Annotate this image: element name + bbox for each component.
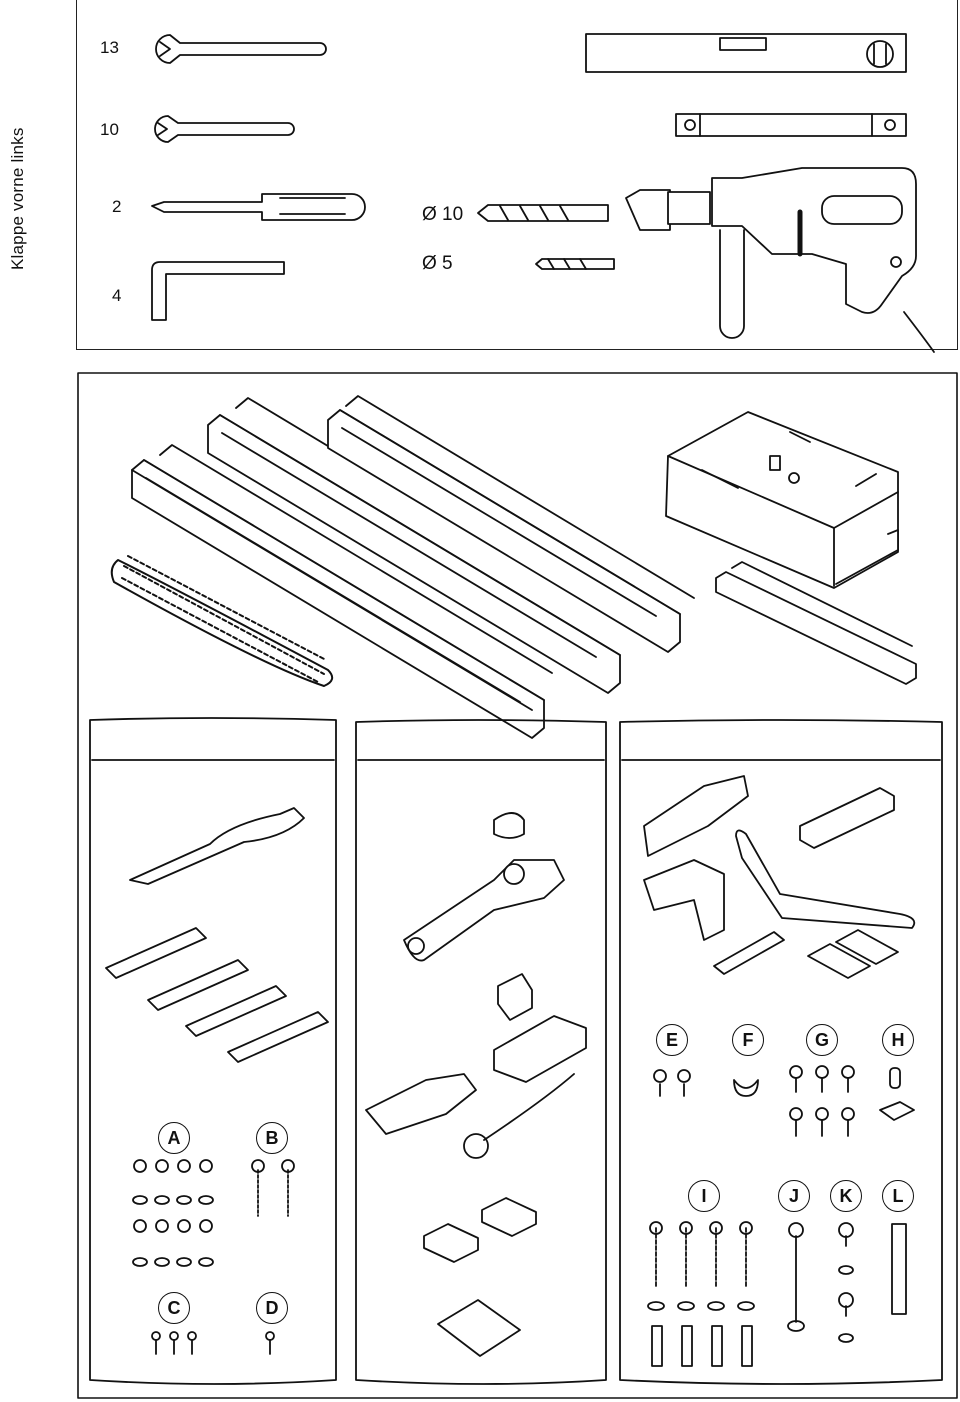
door-bracket-icon [643, 775, 749, 941]
drill-bit-10-label: Ø 10 [422, 204, 464, 225]
clips-middle-icon [423, 1197, 537, 1263]
spirit-level-icon [585, 33, 907, 73]
part-label-f: F [732, 1024, 764, 1056]
screws-c-icon [151, 1331, 197, 1355]
wrench-10-label: 10 [100, 120, 119, 139]
plates-icon [105, 927, 329, 1063]
small-plates-icon [713, 929, 899, 979]
motor-unit-icon [665, 411, 899, 589]
connector-arm-icon [129, 807, 305, 885]
screws-g-icon [789, 1065, 855, 1137]
part-label-b: B [256, 1122, 288, 1154]
bolts-k-icon [838, 1222, 854, 1343]
tools-panel [76, 0, 958, 350]
chain-icon [110, 555, 334, 687]
screws-b-icon [251, 1159, 295, 1217]
rail-1-icon [131, 459, 545, 739]
bag-left-outline [89, 717, 337, 1385]
drill-bit-5-label: Ø 5 [422, 253, 453, 274]
grease-pack-icon [437, 1299, 521, 1357]
part-label-g: G [806, 1024, 838, 1056]
part-label-c: C [158, 1292, 190, 1324]
part-label-l: L [882, 1180, 914, 1212]
rail-2-icon [159, 444, 553, 674]
part-label-e: E [656, 1024, 688, 1056]
part-label-a: A [158, 1122, 190, 1154]
bag-middle-outline [355, 719, 607, 1385]
part-label-k: K [830, 1180, 862, 1212]
part-label-i: I [688, 1180, 720, 1212]
drill-bit-10-icon [477, 204, 609, 222]
wrench-10-icon [154, 115, 295, 143]
power-drill-icon [625, 167, 935, 353]
chain-carriage-icon [403, 812, 565, 962]
tension-spring-icon [365, 1073, 575, 1159]
rod-l-icon [891, 1223, 907, 1315]
clip-f-icon [733, 1079, 759, 1097]
bolts-e-icon [653, 1069, 691, 1097]
rail-4-icon [327, 395, 695, 653]
part-label-d: D [256, 1292, 288, 1324]
part-label-j: J [778, 1180, 810, 1212]
cover-plate-icon [799, 787, 895, 849]
slider-block-icon [493, 973, 587, 1083]
lag-bolts-i-icon [647, 1221, 755, 1367]
part-label-h: H [882, 1024, 914, 1056]
door-arm-icon [735, 829, 916, 929]
bolt-j-icon [787, 1222, 805, 1332]
bolts-a-icon [132, 1159, 214, 1267]
mounting-strap-icon [715, 561, 917, 685]
drill-bit-5-icon [535, 258, 615, 270]
wrench-13-icon [155, 34, 327, 64]
screwdriver-icon [151, 193, 366, 221]
folding-rule-icon [675, 113, 907, 137]
screw-d-icon [265, 1331, 275, 1355]
hex-key-icon [151, 261, 285, 321]
bag-right-outline [619, 719, 943, 1385]
wrench-13-label: 13 [100, 38, 119, 57]
pin-h-icon [879, 1067, 915, 1121]
hex-key-label: 4 [112, 286, 122, 305]
screwdriver-label: 2 [112, 197, 122, 216]
